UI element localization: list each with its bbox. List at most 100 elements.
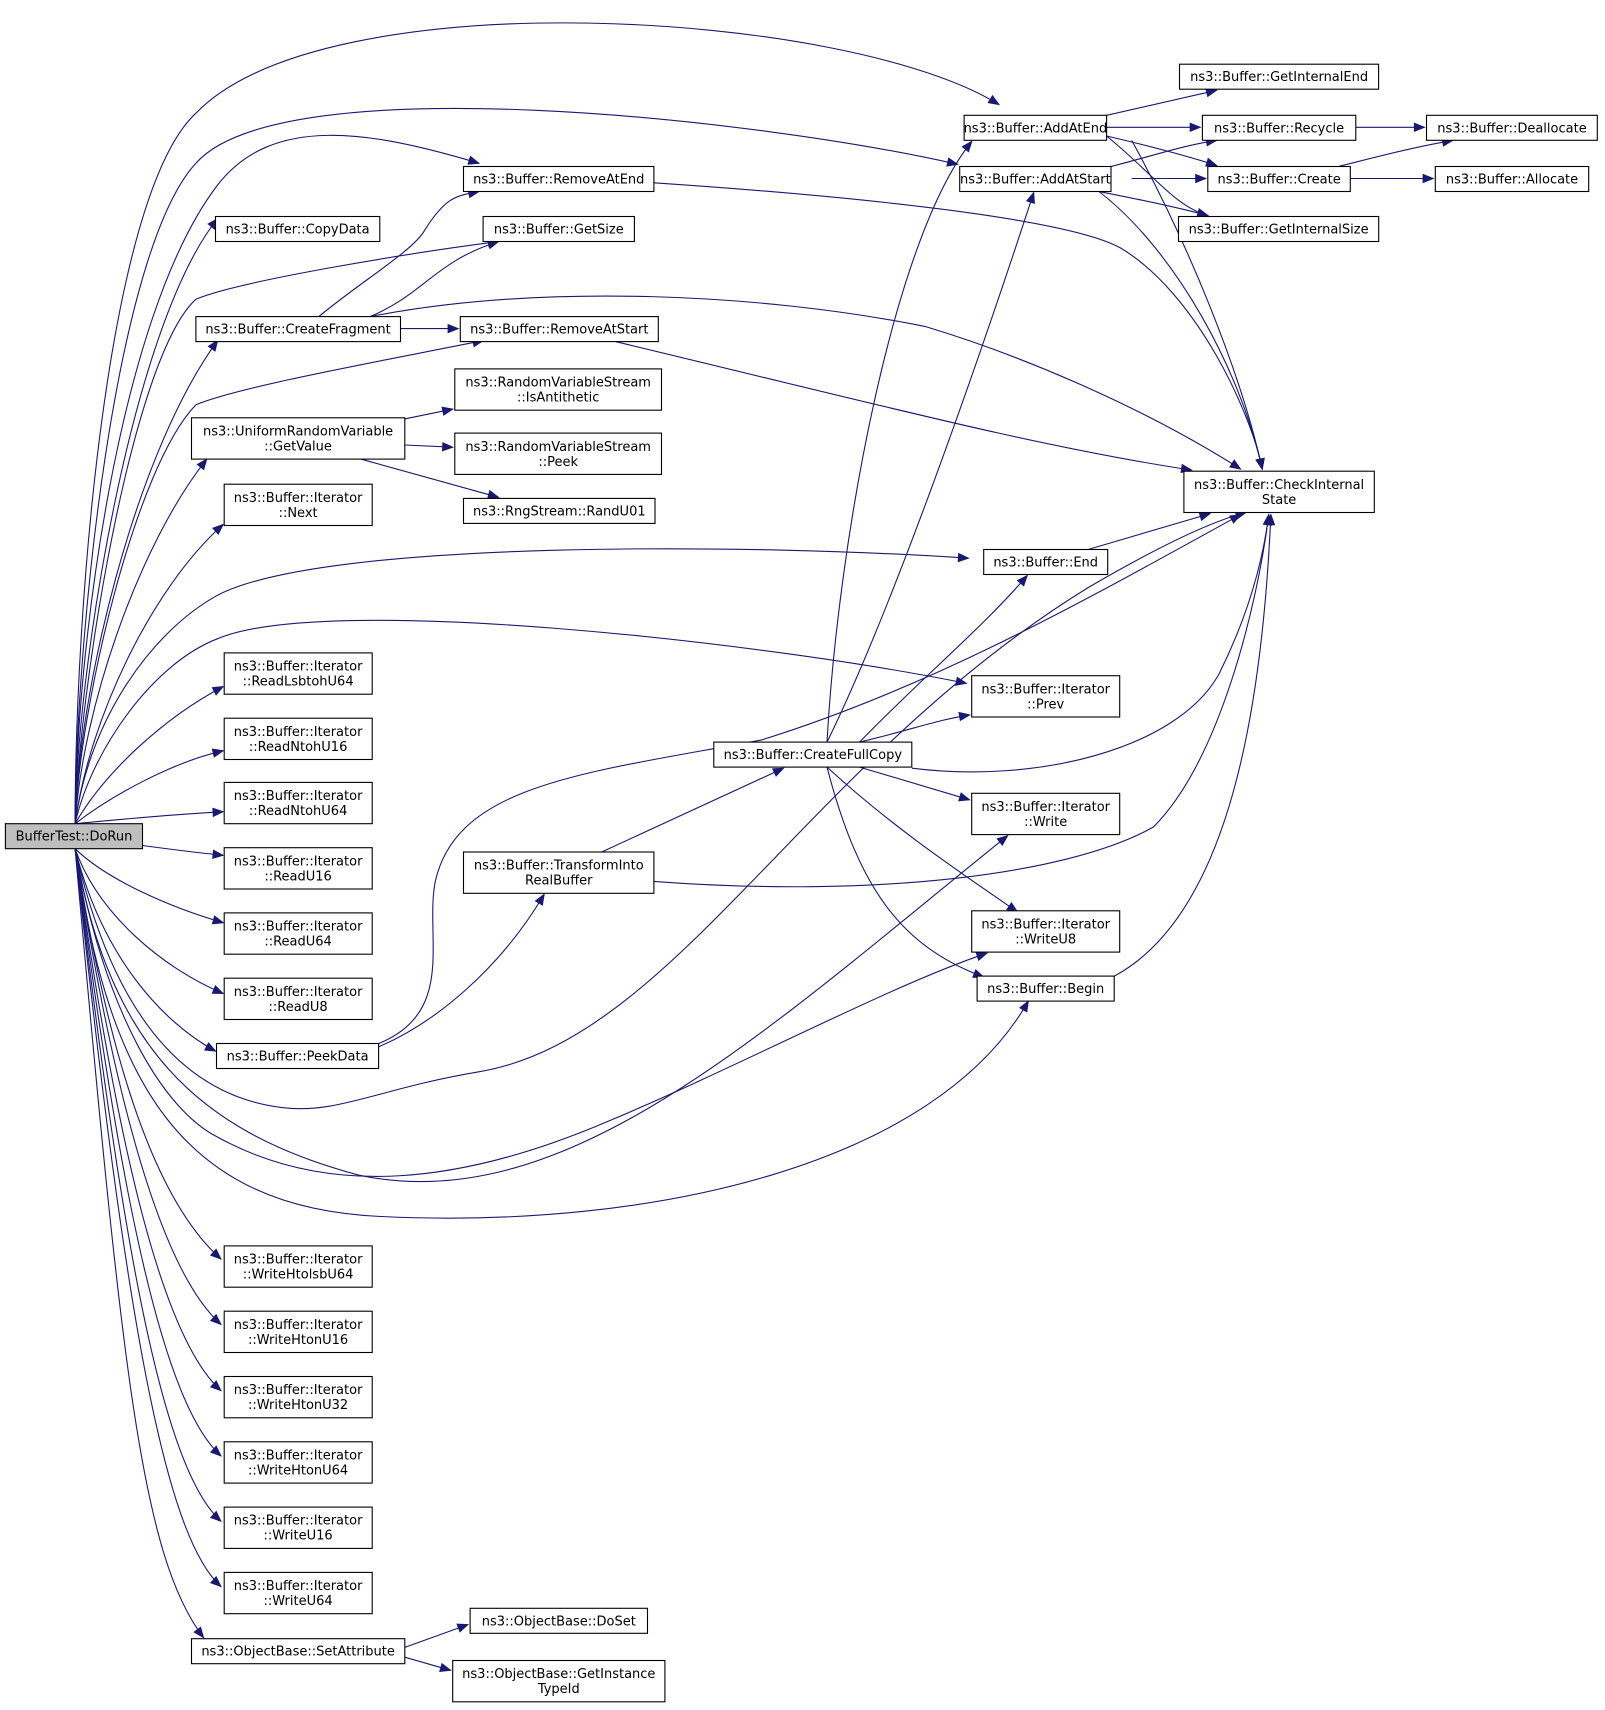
node-writeu8[interactable]: ns3::Buffer::Iterator::WriteU8 [971,910,1121,953]
node-peek[interactable]: ns3::RandomVariableStream::Peek [454,432,663,475]
node-label: ns3::Buffer::TransformInto [474,859,644,874]
node-create[interactable]: ns3::Buffer::Create [1207,165,1351,193]
node-readlsbtoh[interactable]: ns3::Buffer::Iterator::ReadLsbtohU64 [223,652,373,695]
node-label: ::ReadU8 [268,1000,327,1015]
node-label: ::Write [1024,815,1067,830]
edge-dorun-to-getvalue [74,458,208,824]
edge-begin-to-checkinternal [1114,513,1276,977]
node-createfragment[interactable]: ns3::Buffer::CreateFragment [195,316,402,343]
node-dorun[interactable]: BufferTest::DoRun [4,823,144,850]
node-label: ns3::Buffer::Iterator [234,920,363,935]
edge-create-to-deallocate [1338,137,1455,168]
edge-dorun-to-readu8 [74,848,225,995]
node-readu16[interactable]: ns3::Buffer::Iterator::ReadU16 [223,847,373,890]
node-writeu16[interactable]: ns3::Buffer::Iterator::WriteU16 [223,1506,373,1549]
node-box [223,1310,373,1354]
edge-dorun-to-end [74,548,970,824]
node-isantithetic[interactable]: ns3::RandomVariableStream::IsAntithetic [454,368,663,411]
node-label: ns3::RngStream::RandU01 [473,504,646,519]
arrowhead [209,1248,222,1260]
node-box [190,1638,406,1665]
node-getinternalsize[interactable]: ns3::Buffer::GetInternalSize [1177,215,1380,243]
edge-addatstart-to-getinternalsize [1098,190,1210,218]
node-next[interactable]: ns3::Buffer::Iterator::Next [223,483,373,527]
arrowhead [209,1510,222,1523]
node-readntohu64[interactable]: ns3::Buffer::Iterator::ReadNtohU64 [223,781,373,825]
edge-dorun-to-peekdata [74,848,217,1052]
node-box [215,1042,380,1070]
edge-createfullcopy-to-addatend [826,140,973,743]
node-label: ns3::Buffer::RemoveAtEnd [473,173,644,188]
node-copydata[interactable]: ns3::Buffer::CopyData [214,215,381,243]
node-box [223,847,373,890]
node-setattribute[interactable]: ns3::ObjectBase::SetAttribute [190,1638,406,1665]
node-writeu64[interactable]: ns3::Buffer::Iterator::WriteU64 [223,1571,373,1615]
node-begin[interactable]: ns3::Buffer::Begin [976,975,1115,1002]
arrowhead [209,1575,222,1588]
node-writehtonu64[interactable]: ns3::Buffer::Iterator::WriteHtonU64 [223,1441,373,1484]
arrowhead [211,748,225,758]
arrowhead [196,458,208,471]
edge-createfragment-to-removeatend [318,188,481,318]
node-addatstart[interactable]: ns3::Buffer::AddAtStart [959,165,1112,193]
node-label: ns3::Buffer::CheckInternal [1194,478,1364,493]
node-end[interactable]: ns3::Buffer::End [983,548,1109,576]
edge-dorun-to-readu16 [142,844,225,859]
node-writehtonu16[interactable]: ns3::Buffer::Iterator::WriteHtonU16 [223,1310,373,1354]
node-writehtonu32[interactable]: ns3::Buffer::Iterator::WriteHtonU32 [223,1375,373,1419]
edge-dorun-to-readu64 [74,848,225,925]
node-box [454,368,663,411]
arrowhead [212,849,225,859]
arrowhead [534,893,545,906]
node-label: ns3::Buffer::AddAtEnd [964,121,1108,136]
node-prev[interactable]: ns3::Buffer::Iterator::Prev [971,675,1121,718]
edge-setattribute-to-doset [404,1623,470,1648]
node-peekdata[interactable]: ns3::Buffer::PeekData [215,1042,380,1070]
node-getsize[interactable]: ns3::Buffer::GetSize [482,215,635,243]
node-label: State [1262,493,1296,508]
node-label: ::ReadLsbtohU64 [243,675,354,690]
node-allocate[interactable]: ns3::Buffer::Allocate [1434,165,1590,193]
node-createfullcopy[interactable]: ns3::Buffer::CreateFullCopy [713,741,913,768]
node-addatend[interactable]: ns3::Buffer::AddAtEnd [963,114,1108,141]
node-box [195,316,402,343]
node-label: ns3::Buffer::Iterator [234,1383,363,1398]
node-box [223,1571,373,1615]
node-label: ns3::Buffer::Iterator [234,1318,363,1333]
node-label: ::Peek [538,455,578,470]
node-getinternalend[interactable]: ns3::Buffer::GetInternalEnd [1178,63,1380,90]
edge-dorun-to-readntohu16 [74,748,225,825]
node-box [223,1506,373,1549]
node-label: ns3::ObjectBase::DoSet [482,1614,636,1629]
node-recycle[interactable]: ns3::Buffer::Recycle [1201,114,1357,141]
node-removeatstart[interactable]: ns3::Buffer::RemoveAtStart [459,316,659,343]
node-deallocate[interactable]: ns3::Buffer::Deallocate [1425,114,1598,141]
arrowhead [209,1313,222,1326]
node-readu8[interactable]: ns3::Buffer::Iterator::ReadU8 [223,977,373,1021]
node-label: ns3::Buffer::Iterator [234,1253,363,1268]
node-label: ns3::Buffer::Iterator [981,917,1110,932]
node-label: ns3::ObjectBase::GetInstance [462,1667,655,1682]
node-writehtolsb[interactable]: ns3::Buffer::Iterator::WriteHtolsbU64 [223,1245,373,1288]
node-readntohu16[interactable]: ns3::Buffer::Iterator::ReadNtohU16 [223,717,373,761]
node-label: BufferTest::DoRun [16,830,133,845]
arrowhead [975,952,989,962]
node-label: ns3::Buffer::Deallocate [1437,121,1586,136]
node-getvalue[interactable]: ns3::UniformRandomVariable::GetValue [190,417,406,460]
node-label: ns3::Buffer::Iterator [234,854,363,869]
edge-dorun-to-removeatend [74,134,481,824]
node-randu01[interactable]: ns3::RngStream::RandU01 [462,497,656,524]
arrowhead [1195,173,1208,184]
node-removeatend[interactable]: ns3::Buffer::RemoveAtEnd [462,165,655,193]
node-doset[interactable]: ns3::ObjectBase::DoSet [469,1607,649,1634]
arrowhead [1265,513,1276,526]
node-write[interactable]: ns3::Buffer::Iterator::Write [971,792,1121,836]
node-box [223,1441,373,1484]
node-readu64[interactable]: ns3::Buffer::Iterator::ReadU64 [223,912,373,955]
edge-dorun-to-begin [74,848,1029,1219]
node-label: ns3::Buffer::Recycle [1214,121,1344,136]
node-box [462,851,655,894]
